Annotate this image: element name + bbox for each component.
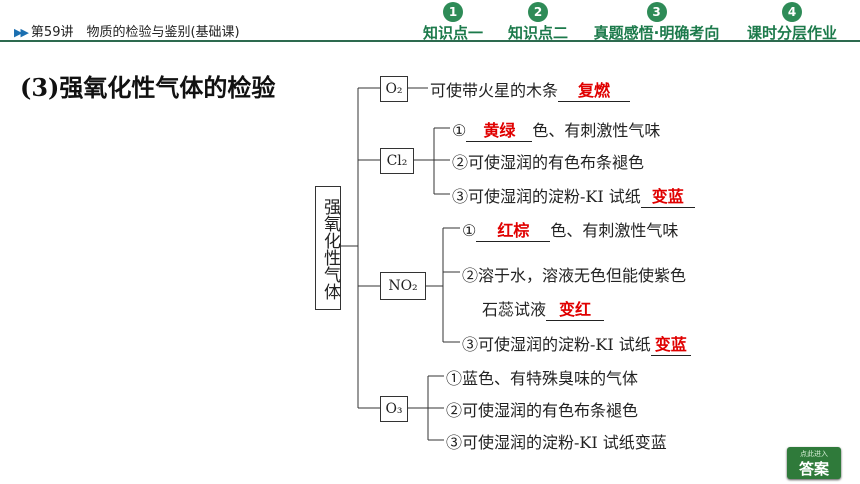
lesson-title: ▶▶第59讲 物质的检验与鉴别(基础课) bbox=[14, 21, 240, 40]
root-node: 强氧化性气体 bbox=[315, 186, 341, 310]
cl2-item1-suffix: 色、有刺激性气味 bbox=[532, 121, 661, 140]
nav-badge-4: 4 bbox=[782, 2, 802, 22]
nav-label-3: 真题感悟·明确考向 bbox=[593, 24, 720, 42]
nav-badge-3: 3 bbox=[646, 2, 667, 22]
no2-item3-blank: 变蓝 bbox=[650, 331, 691, 356]
nav-real-exam[interactable]: 3 真题感悟·明确考向 bbox=[584, 0, 729, 42]
o3-item1: ①蓝色、有特殊臭味的气体 bbox=[446, 369, 639, 388]
no2-item3-answer: 变蓝 bbox=[654, 335, 687, 354]
nav-badge-2: 2 bbox=[528, 2, 548, 22]
top-bar: ▶▶第59讲 物质的检验与鉴别(基础课) 1 知识点一 2 知识点二 3 真题感… bbox=[0, 0, 860, 48]
cl2-formula: Cl₂ bbox=[386, 153, 408, 169]
nav-badge-1: 1 bbox=[443, 2, 463, 22]
no2-item2-answer: 变红 bbox=[559, 300, 592, 319]
cl2-item1-blank: 黄绿 bbox=[466, 117, 533, 142]
no2-item2-line1: ②溶于水，溶液无色但能使紫色 bbox=[462, 266, 687, 285]
nav-label-1: 知识点一 bbox=[422, 24, 483, 42]
nav-label-2: 知识点二 bbox=[507, 24, 568, 42]
no2-item1-suffix: 色、有刺激性气味 bbox=[550, 221, 679, 240]
cl2-item2: ②可使湿润的有色布条褪色 bbox=[452, 153, 645, 172]
no2-item2-line2: 石蕊试液变红 bbox=[482, 296, 605, 321]
cl2-item3-blank: 变蓝 bbox=[640, 183, 695, 208]
nav-knowledge-1[interactable]: 1 知识点一 bbox=[412, 0, 494, 42]
no2-formula: NO₂ bbox=[388, 278, 418, 294]
cl2-item3-answer: 变蓝 bbox=[651, 187, 684, 206]
no2-item3: ③可使湿润的淀粉-KI 试纸变蓝 bbox=[462, 331, 691, 356]
play-arrows-icon: ▶▶ bbox=[14, 26, 29, 39]
lesson-title-text: 第59讲 物质的检验与鉴别(基础课) bbox=[30, 25, 240, 40]
nav-knowledge-2[interactable]: 2 知识点二 bbox=[497, 0, 579, 42]
section-title: (3)强氧化性气体的检验 bbox=[20, 73, 276, 102]
root-label: 强氧化性气体 bbox=[320, 198, 340, 300]
no2-item1: ① 红棕 色、有刺激性气味 bbox=[462, 217, 678, 242]
no2-item1-blank: 红棕 bbox=[476, 217, 551, 242]
show-answer-label: 答案 bbox=[798, 460, 829, 478]
cl2-item3: ③可使湿润的淀粉-KI 试纸变蓝 bbox=[452, 183, 695, 208]
o2-answer: 复燃 bbox=[578, 81, 611, 100]
o3-item2: ②可使湿润的有色布条褪色 bbox=[446, 401, 639, 420]
no2-item2-blank: 变红 bbox=[546, 296, 605, 321]
o3-item3: ③可使湿润的淀粉-KI 试纸变蓝 bbox=[446, 433, 667, 452]
o3-formula: O₃ bbox=[385, 401, 403, 417]
show-answer-button[interactable]: 点此进入 答案 bbox=[787, 447, 841, 479]
cl2-item3-text: ③可使湿润的淀粉-KI 试纸 bbox=[452, 187, 641, 206]
o2-node: O₂ bbox=[380, 76, 408, 102]
header-divider bbox=[0, 40, 860, 42]
o2-answer-blank: 复燃 bbox=[558, 77, 631, 102]
no2-item3-text: ③可使湿润的淀粉-KI 试纸 bbox=[462, 335, 651, 354]
o3-node: O₃ bbox=[380, 396, 408, 422]
cl2-node: Cl₂ bbox=[380, 148, 414, 174]
o2-text: 可使带火星的木条 bbox=[430, 81, 559, 100]
nav-label-4: 课时分层作业 bbox=[746, 24, 837, 42]
o2-formula: O₂ bbox=[385, 81, 403, 97]
cl2-item1: ① 黄绿色、有刺激性气味 bbox=[452, 117, 660, 142]
o2-desc: 可使带火星的木条复燃 bbox=[430, 77, 631, 102]
cl2-item1-prefix: ① bbox=[452, 121, 467, 140]
no2-item1-prefix: ① bbox=[462, 221, 477, 240]
cl2-item1-answer: 黄绿 bbox=[483, 121, 516, 140]
no2-item1-answer: 红棕 bbox=[497, 221, 530, 240]
nav-homework[interactable]: 4 课时分层作业 bbox=[736, 0, 848, 42]
no2-item2-text: 石蕊试液 bbox=[482, 300, 547, 319]
no2-node: NO₂ bbox=[380, 272, 426, 300]
show-answer-small: 点此进入 bbox=[800, 450, 828, 458]
